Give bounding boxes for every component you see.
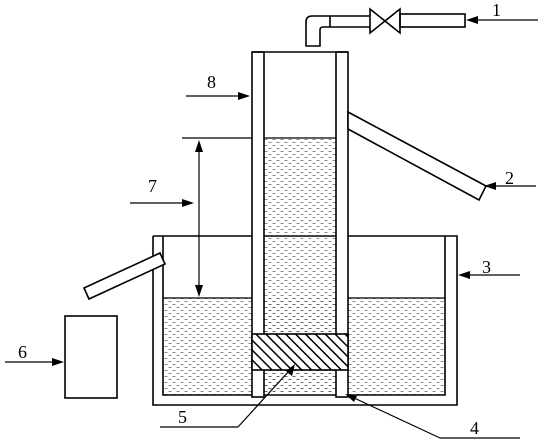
packing-block — [251, 333, 349, 371]
leader-lines — [5, 16, 538, 439]
label-4: 4 — [470, 418, 479, 438]
label-7: 7 — [148, 176, 157, 196]
inlet-pipe — [305, 15, 331, 47]
label-2: 2 — [505, 168, 514, 188]
central-column — [251, 51, 349, 398]
overflow-pipe — [82, 251, 167, 301]
label-1: 1 — [492, 0, 501, 20]
control-box — [64, 315, 118, 399]
height-dimension — [182, 137, 252, 297]
label-6: 6 — [18, 342, 27, 362]
tank-outer-wall — [152, 235, 458, 406]
label-8: 8 — [207, 72, 216, 92]
label-3: 3 — [482, 257, 491, 277]
outlet-pipe — [347, 110, 488, 202]
valve-icon — [330, 7, 466, 35]
label-5: 5 — [178, 407, 187, 427]
